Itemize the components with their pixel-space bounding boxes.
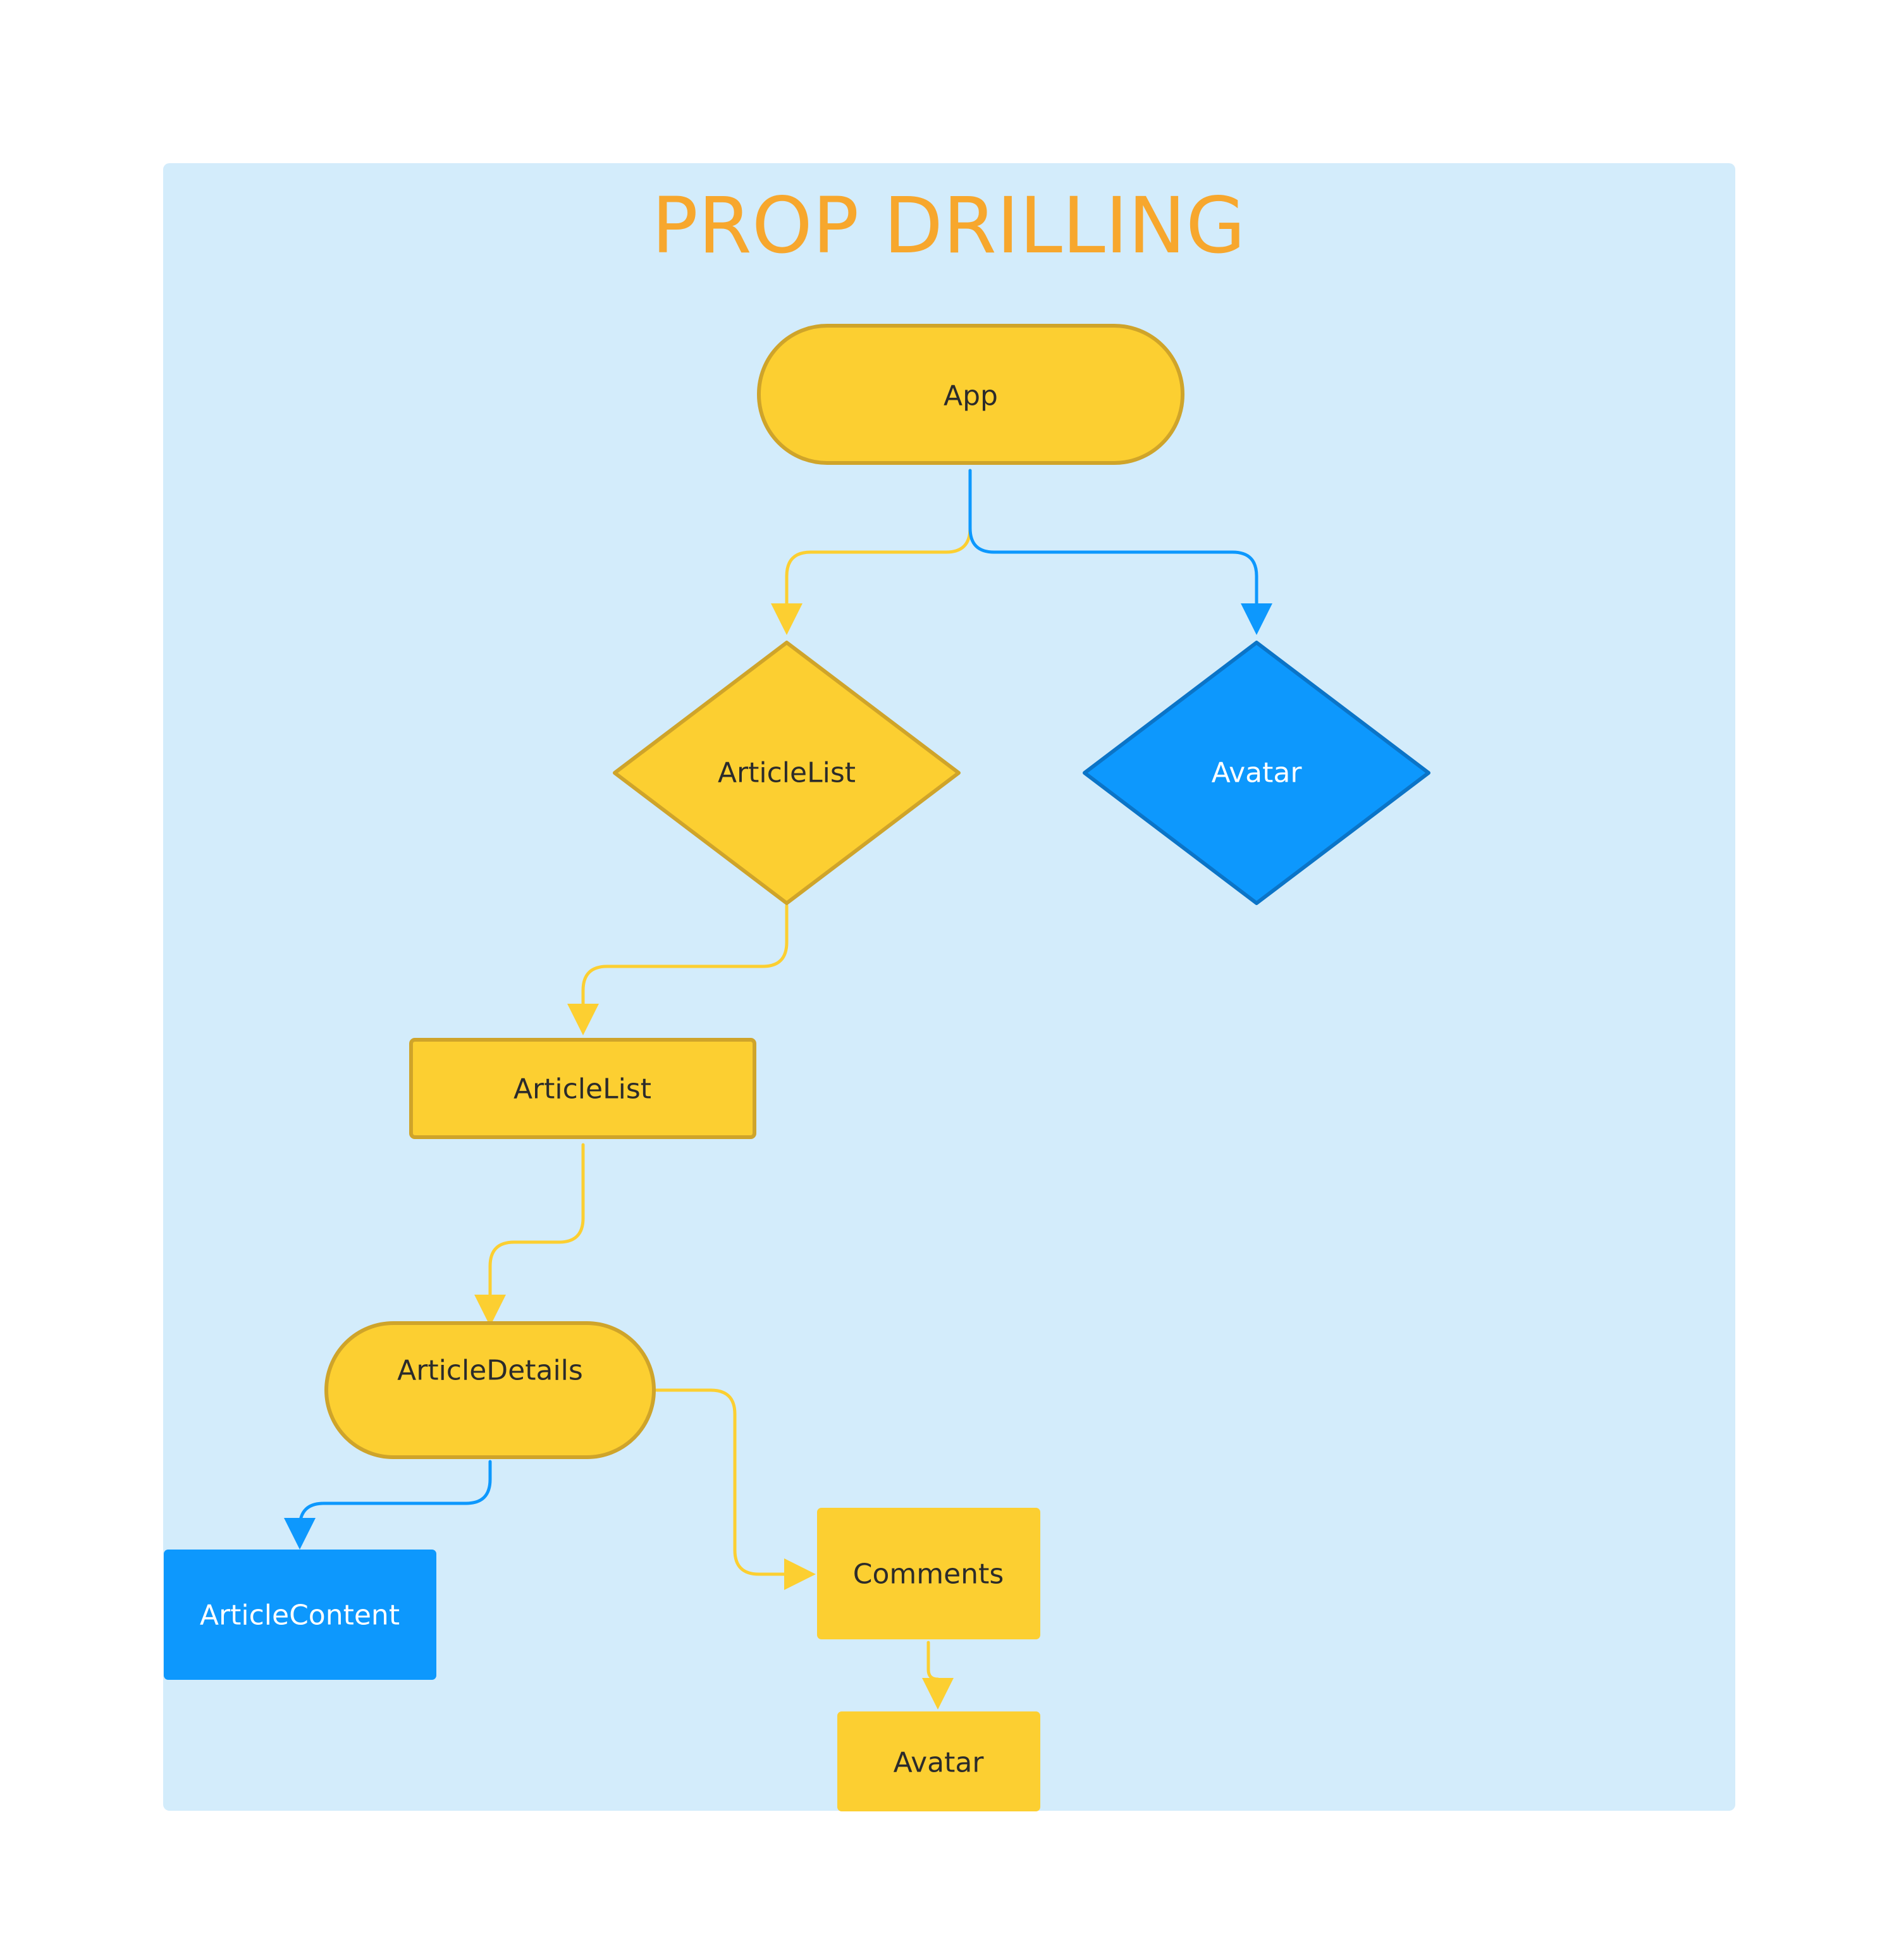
node-avatar-decision-shape [1083,641,1430,905]
node-avatar-decision-label: Avatar [1212,757,1303,789]
node-avatar-leaf-shape [837,1711,1040,1811]
node-articlelist-decision-shape [613,641,961,905]
edge-articlelist-to-articlelist-process [567,904,789,1035]
node-app-label: App [944,380,998,412]
diagram-title: PROP DRILLING [651,181,1245,271]
node-comments-shape [817,1508,1040,1639]
edge-app-to-avatar [968,469,1272,635]
edge-articledetails-to-comments [655,1388,816,1590]
node-articlelist-process-label: ArticleList [514,1073,651,1106]
node-articlelist-process-shape [409,1038,756,1139]
node-articlecontent-label: ArticleContent [200,1599,400,1632]
node-articledetails-label: ArticleDetails [397,1355,583,1387]
edge-app-to-articlelist [771,469,972,635]
node-app-shape [757,324,1184,465]
node-avatar-leaf[interactable]: Avatar [837,1711,1040,1811]
node-comments-label: Comments [853,1558,1004,1591]
edge-comments-to-avatar [922,1641,954,1710]
node-avatar-decision[interactable]: Avatar [1083,641,1430,905]
node-articlecontent[interactable]: ArticleContent [164,1550,436,1680]
edge-articledetails-to-articlecontent [284,1460,492,1550]
node-articledetails-shape [324,1321,656,1459]
node-articlelist-process[interactable]: ArticleList [409,1038,756,1139]
node-articlelist-decision-label: ArticleList [718,757,856,789]
node-avatar-leaf-label: Avatar [894,1747,985,1779]
node-comments[interactable]: Comments [817,1508,1040,1639]
node-articlelist-decision[interactable]: ArticleList [613,641,961,905]
node-articlecontent-shape [164,1550,436,1680]
node-app[interactable]: App [757,324,1184,465]
node-articledetails[interactable]: ArticleDetails [324,1321,656,1459]
edge-articlelist-process-to-articledetails [474,1143,585,1326]
